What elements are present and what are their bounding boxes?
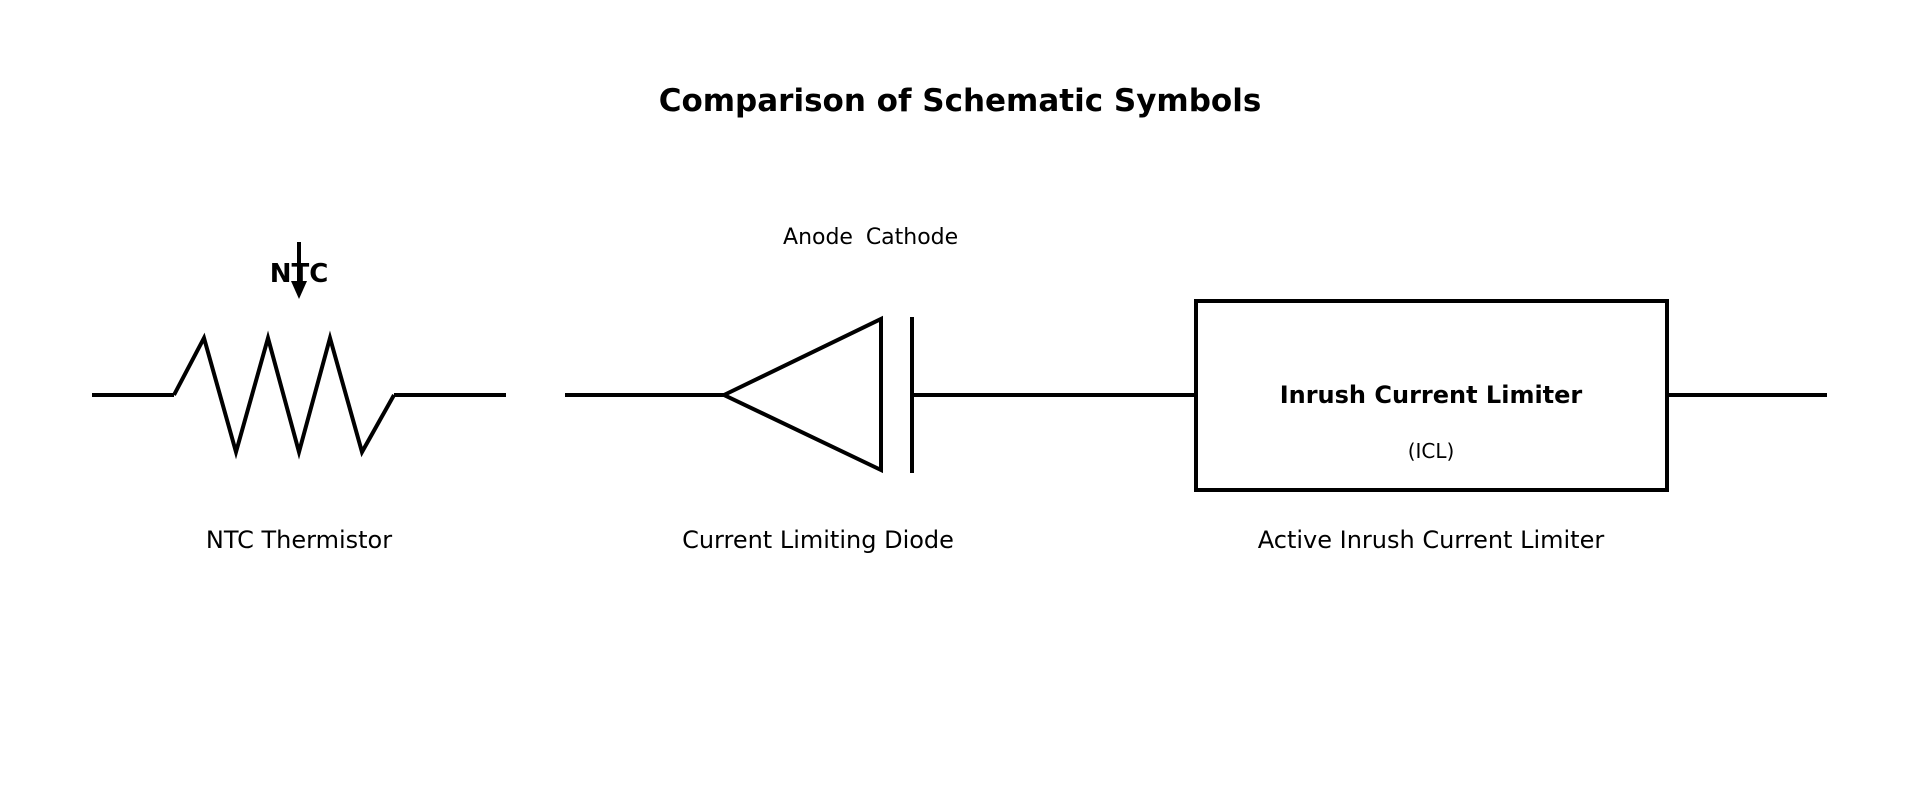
ntc-thermistor-caption: NTC Thermistor: [206, 526, 392, 554]
current-limiting-diode-symbol: [565, 315, 1195, 474]
ntc-tag-label: NTC: [270, 259, 329, 289]
icl-box-subtitle: (ICL): [1408, 439, 1455, 463]
diode-caption: Current Limiting Diode: [682, 526, 954, 554]
ntc-thermistor-symbol: NTC: [92, 242, 506, 460]
diode-triangle: [719, 315, 883, 474]
icl-box-title: Inrush Current Limiter: [1280, 381, 1583, 409]
diode-anode-label: Anode: [783, 225, 853, 250]
diode-cathode-label: Cathode: [866, 225, 958, 250]
icl-caption: Active Inrush Current Limiter: [1258, 526, 1605, 554]
ntc-zigzag: [172, 330, 396, 460]
ntc-arrow-icon: [291, 281, 307, 299]
active-icl-symbol: Inrush Current Limiter (ICL): [1194, 299, 1827, 492]
diagram-title: Comparison of Schematic Symbols: [659, 83, 1262, 119]
